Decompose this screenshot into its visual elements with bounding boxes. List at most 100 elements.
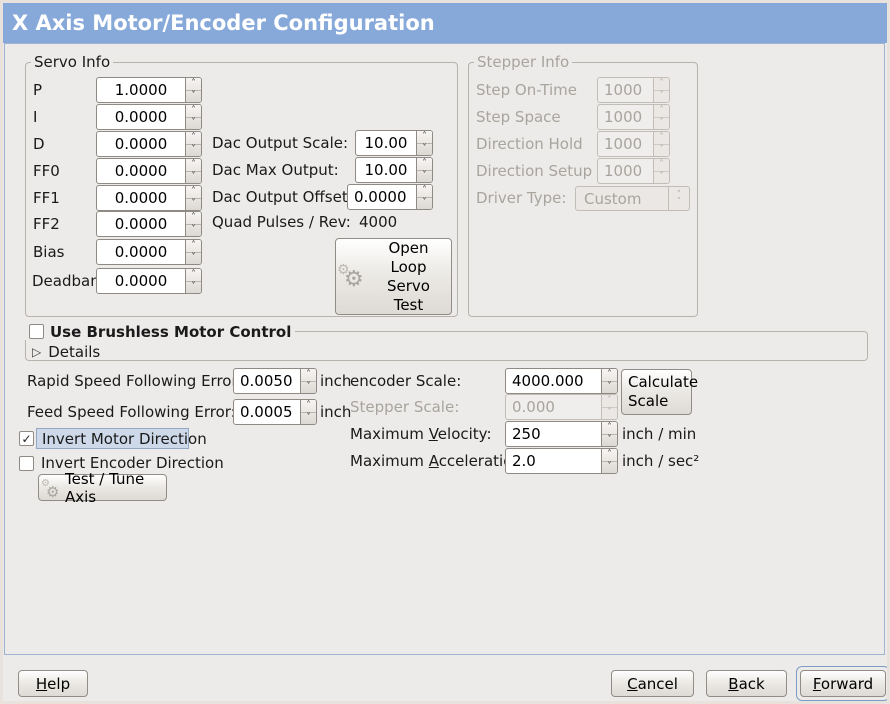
- direction-hold-spinbox: [597, 131, 670, 157]
- spin-up-button[interactable]: [186, 269, 201, 282]
- i-gain-label: I: [33, 108, 38, 126]
- spin-up-button[interactable]: [186, 186, 201, 199]
- stepper-info-frame-title: Stepper Info: [474, 55, 573, 70]
- maximum-acceleration-input[interactable]: [506, 449, 601, 473]
- ff2-input[interactable]: [97, 212, 185, 236]
- details-expander[interactable]: ▷ Details: [32, 343, 100, 361]
- dac-output-scale-input[interactable]: [356, 131, 416, 155]
- spinner: [185, 269, 201, 293]
- feed-following-error-unit: inch: [320, 403, 352, 421]
- deadband-input[interactable]: [97, 269, 185, 293]
- spinner: [653, 105, 669, 129]
- direction-hold-label: Direction Hold: [476, 135, 583, 153]
- calculate-scale-button[interactable]: Calculate Scale: [621, 369, 698, 415]
- spinner: [601, 422, 617, 446]
- spin-down-button[interactable]: [186, 118, 201, 130]
- spin-up-button[interactable]: [186, 78, 201, 91]
- spin-down-button[interactable]: [417, 171, 432, 183]
- spin-down-button[interactable]: [602, 382, 617, 394]
- spin-down-button[interactable]: [301, 413, 316, 425]
- forward-button[interactable]: Forward: [800, 670, 886, 697]
- ff2-spinbox: [96, 211, 202, 237]
- spin-down-button[interactable]: [186, 145, 201, 157]
- spin-down-button[interactable]: [602, 462, 617, 474]
- spin-up-button[interactable]: [602, 369, 617, 382]
- spin-down-button[interactable]: [417, 144, 432, 156]
- brushless-checkbox-row: Use Brushless Motor Control: [25, 322, 296, 341]
- spin-down-button[interactable]: [417, 198, 432, 210]
- bias-spinbox: [96, 239, 202, 265]
- spin-down-button[interactable]: [186, 91, 201, 103]
- step-space-spinbox: [597, 104, 670, 130]
- invert-encoder-checkbox[interactable]: [19, 456, 34, 471]
- spin-up-button[interactable]: [301, 369, 316, 382]
- maximum-velocity-input[interactable]: [506, 422, 601, 446]
- quad-pulses-label: Quad Pulses / Rev:: [212, 213, 351, 231]
- step-on-time-label: Step On-Time: [476, 81, 577, 99]
- spin-up-button[interactable]: [602, 422, 617, 435]
- step-space-input: [598, 105, 653, 129]
- spin-down-button[interactable]: [186, 282, 201, 294]
- dac-max-output-input[interactable]: [356, 158, 416, 182]
- spinner: [416, 185, 432, 209]
- spin-down-button: [654, 172, 669, 184]
- spin-up-button[interactable]: [417, 158, 432, 171]
- spin-up-button[interactable]: [186, 240, 201, 253]
- spin-down-button[interactable]: [186, 199, 201, 211]
- maximum-velocity-unit: inch / min: [622, 425, 697, 443]
- spin-down-button[interactable]: [186, 253, 201, 265]
- direction-setup-input: [598, 159, 653, 183]
- details-label: Details: [48, 343, 101, 361]
- use-brushless-checkbox[interactable]: [29, 324, 44, 339]
- spin-down-button[interactable]: [186, 225, 201, 237]
- spin-up-button[interactable]: [186, 212, 201, 225]
- spin-up-button[interactable]: [602, 449, 617, 462]
- help-button[interactable]: Help: [18, 670, 88, 697]
- spin-down-button[interactable]: [186, 172, 201, 184]
- step-on-time-spinbox: [597, 77, 670, 103]
- spin-up-button[interactable]: [417, 131, 432, 144]
- page-title: X Axis Motor/Encoder Configuration: [3, 3, 887, 43]
- invert-motor-label[interactable]: Invert Motor Direction: [36, 428, 207, 449]
- dac-output-offset-spinbox: [347, 184, 433, 210]
- invert-encoder-label: Invert Encoder Direction: [41, 454, 224, 472]
- cancel-button[interactable]: Cancel: [611, 670, 694, 697]
- rapid-following-error-input[interactable]: [234, 369, 300, 393]
- invert-motor-checkbox[interactable]: ✓: [19, 431, 34, 446]
- spinner: [653, 159, 669, 183]
- spin-down-button[interactable]: [301, 382, 316, 394]
- spin-up-button: [654, 105, 669, 118]
- spin-up-button[interactable]: [186, 105, 201, 118]
- maximum-acceleration-label: Maximum Acceleration:: [350, 452, 527, 470]
- rapid-following-error-spinbox: [233, 368, 317, 394]
- spin-up-button: [654, 78, 669, 91]
- spinner: [185, 105, 201, 129]
- test-tune-axis-label: Test / Tune Axis: [65, 469, 145, 506]
- spin-up-button[interactable]: [301, 400, 316, 413]
- spinner: [185, 159, 201, 183]
- open-loop-servo-test-button[interactable]: ⚙ ⚙ Open Loop Servo Test: [335, 238, 452, 315]
- d-gain-spinbox: [96, 131, 202, 157]
- spin-up-button[interactable]: [186, 159, 201, 172]
- spinner: [653, 132, 669, 156]
- bias-input[interactable]: [97, 240, 185, 264]
- test-tune-axis-button[interactable]: ⚙ ⚙ Test / Tune Axis: [38, 470, 167, 506]
- dac-output-offset-input[interactable]: [348, 185, 416, 209]
- spin-down-button[interactable]: [602, 435, 617, 447]
- encoder-scale-input[interactable]: [506, 369, 601, 393]
- d-gain-input[interactable]: [97, 132, 185, 156]
- spin-up-button: [654, 159, 669, 172]
- spin-up-button[interactable]: [417, 185, 432, 198]
- ff0-input[interactable]: [97, 159, 185, 183]
- ff1-input[interactable]: [97, 186, 185, 210]
- rapid-following-error-unit: inch: [320, 372, 352, 390]
- back-button[interactable]: Back: [706, 670, 787, 697]
- spin-up-button[interactable]: [186, 132, 201, 145]
- spinner: [653, 78, 669, 102]
- p-gain-input[interactable]: [97, 78, 185, 102]
- feed-following-error-input[interactable]: [234, 400, 300, 424]
- spinner: [601, 449, 617, 473]
- i-gain-input[interactable]: [97, 105, 185, 129]
- spin-down-button: [654, 118, 669, 130]
- use-brushless-label: Use Brushless Motor Control: [50, 322, 292, 341]
